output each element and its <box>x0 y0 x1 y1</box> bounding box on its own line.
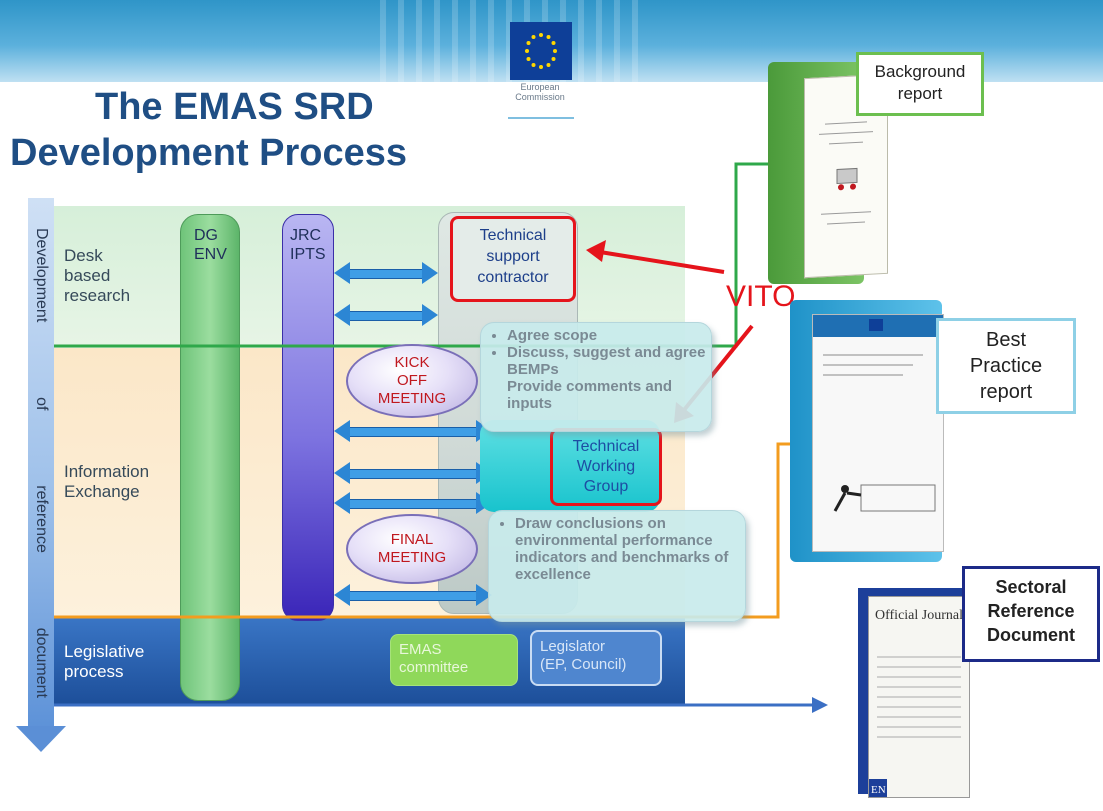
emas-committee-line2: committee <box>399 659 469 676</box>
background-report-label: Background report <box>856 52 984 116</box>
page-title: The EMAS SRD Development Process <box>10 84 560 176</box>
sectoral-reference-label-line2: Reference <box>987 601 1075 621</box>
best-practice-label-line2: Practice <box>969 355 1043 377</box>
twg-label-line2: Working <box>576 458 636 475</box>
lane-label-legislative-line2: process <box>64 662 124 681</box>
kickoff-label-line3: MEETING <box>377 390 447 407</box>
kickoff-item-comments: Provide comments and inputs <box>507 378 673 412</box>
lane-label-desk-line2: based <box>64 266 111 285</box>
final-meeting-oval: FINAL MEETING <box>346 514 478 584</box>
kickoff-label-line2: OFF <box>397 372 427 389</box>
background-report-label-line1: Background <box>874 62 966 81</box>
timeline-word-4: document <box>33 627 50 698</box>
journal-page-text-icon: Official Journal EN <box>869 608 963 797</box>
column-jrc-ipts-label: JRC IPTS <box>290 226 326 264</box>
vito-arrow-1-head <box>586 240 606 262</box>
blue-arrow-head <box>812 697 828 713</box>
best-practice-label-line1: Best <box>985 329 1027 351</box>
svg-text:EN: EN <box>871 784 886 796</box>
column-dg-env-label-line2: ENV <box>194 246 227 263</box>
sectoral-reference-label: Sectoral Reference Document <box>962 566 1100 662</box>
lane-label-info-line2: Exchange <box>64 482 140 501</box>
column-jrc-ipts <box>282 214 334 621</box>
timeline-word-1: Development <box>33 228 50 323</box>
timeline-label: Development of reference document <box>31 228 51 698</box>
kickoff-item-bemps: Discuss, suggest and agree BEMPs <box>507 344 707 378</box>
logo-caption-line1: European <box>520 82 560 92</box>
column-jrc-ipts-label-line2: IPTS <box>290 246 326 263</box>
logo-caption: European Commission <box>500 82 580 102</box>
kickoff-callout: Agree scope Discuss, suggest and agree B… <box>480 322 712 432</box>
tsc-label-line3: contractor <box>477 269 549 286</box>
double-arrow <box>334 420 492 442</box>
final-callout: Draw conclusions on environmental perfor… <box>488 510 746 622</box>
shopping-cart-icon <box>836 167 858 191</box>
book-page-text-icon <box>819 121 873 225</box>
lane-label-desk: Desk based research <box>64 246 130 306</box>
technical-working-group-panel <box>480 420 660 512</box>
legislator-line2: (EP, Council) <box>540 656 627 673</box>
lane-label-legislative: Legislative process <box>64 642 144 682</box>
lane-label-desk-line1: Desk <box>64 246 103 265</box>
lane-label-desk-line3: research <box>64 286 131 305</box>
final-label-line2: MEETING <box>377 549 447 566</box>
timeline-arrow-shaft <box>28 198 54 728</box>
vito-arrow-1 <box>599 250 725 274</box>
background-report-label-line2: report <box>897 84 943 103</box>
eu-flag-logo <box>510 22 572 80</box>
final-item-conclusions: Draw conclusions on environmental perfor… <box>515 515 741 583</box>
column-jrc-ipts-label-line1: JRC <box>290 227 322 244</box>
vito-label: VITO <box>726 280 796 313</box>
emas-committee-line1: EMAS <box>399 641 442 658</box>
column-dg-env <box>180 214 240 701</box>
lane-label-info: Information Exchange <box>64 462 149 502</box>
double-arrow <box>334 492 492 514</box>
sectoral-reference-label-line3: Document <box>986 625 1075 645</box>
double-arrow <box>334 304 438 326</box>
tsc-label-line2: support <box>486 248 540 265</box>
column-dg-env-label-line1: DG <box>194 227 218 244</box>
logo-caption-line2: Commission <box>515 92 565 102</box>
twg-label-line1: Technical <box>572 438 640 455</box>
page-title-line1: The EMAS SRD <box>95 86 374 128</box>
technical-working-group-box: Technical Working Group <box>550 428 662 506</box>
kickoff-meeting-oval: KICK OFF MEETING <box>346 344 478 418</box>
timeline-word-2: of <box>33 397 50 411</box>
kickoff-item-scope: Agree scope <box>507 327 707 344</box>
lane-label-info-line1: Information <box>64 462 150 481</box>
timeline-word-3: reference <box>33 485 50 553</box>
best-practice-book-cover <box>812 314 944 552</box>
official-journal-cover: Official Journal EN <box>868 596 970 798</box>
worker-pushing-cart-icon <box>833 484 936 512</box>
page-title-line2: Development Process <box>10 132 408 174</box>
eu-stars-icon <box>525 33 557 69</box>
best-practice-label-line3: report <box>979 381 1033 403</box>
technical-support-contractor-box: Technical support contractor <box>450 216 576 302</box>
tsc-label-line1: Technical <box>479 227 547 244</box>
legislator-box: Legislator (EP, Council) <box>530 630 662 686</box>
column-dg-env-label: DG ENV <box>194 226 227 264</box>
background-report-book-cover <box>804 73 888 279</box>
emas-committee-box: EMAS committee <box>390 634 518 686</box>
sectoral-reference-label-line1: Sectoral <box>995 577 1067 597</box>
timeline-arrow-head <box>16 726 66 752</box>
best-practice-label: Best Practice report <box>936 318 1076 414</box>
logo-underline <box>508 117 574 119</box>
final-label-line1: FINAL <box>390 531 434 548</box>
book-page-text-icon <box>813 315 943 512</box>
double-arrow <box>334 584 492 606</box>
orange-flow-line <box>50 442 800 619</box>
kickoff-label-line1: KICK <box>394 354 430 371</box>
svg-text:Official Journal: Official Journal <box>875 608 963 623</box>
lane-label-legislative-line1: Legislative <box>64 642 145 661</box>
double-arrow <box>334 262 438 284</box>
twg-label-line3: Group <box>583 478 629 495</box>
legislator-line1: Legislator <box>540 638 606 655</box>
double-arrow <box>334 462 492 484</box>
